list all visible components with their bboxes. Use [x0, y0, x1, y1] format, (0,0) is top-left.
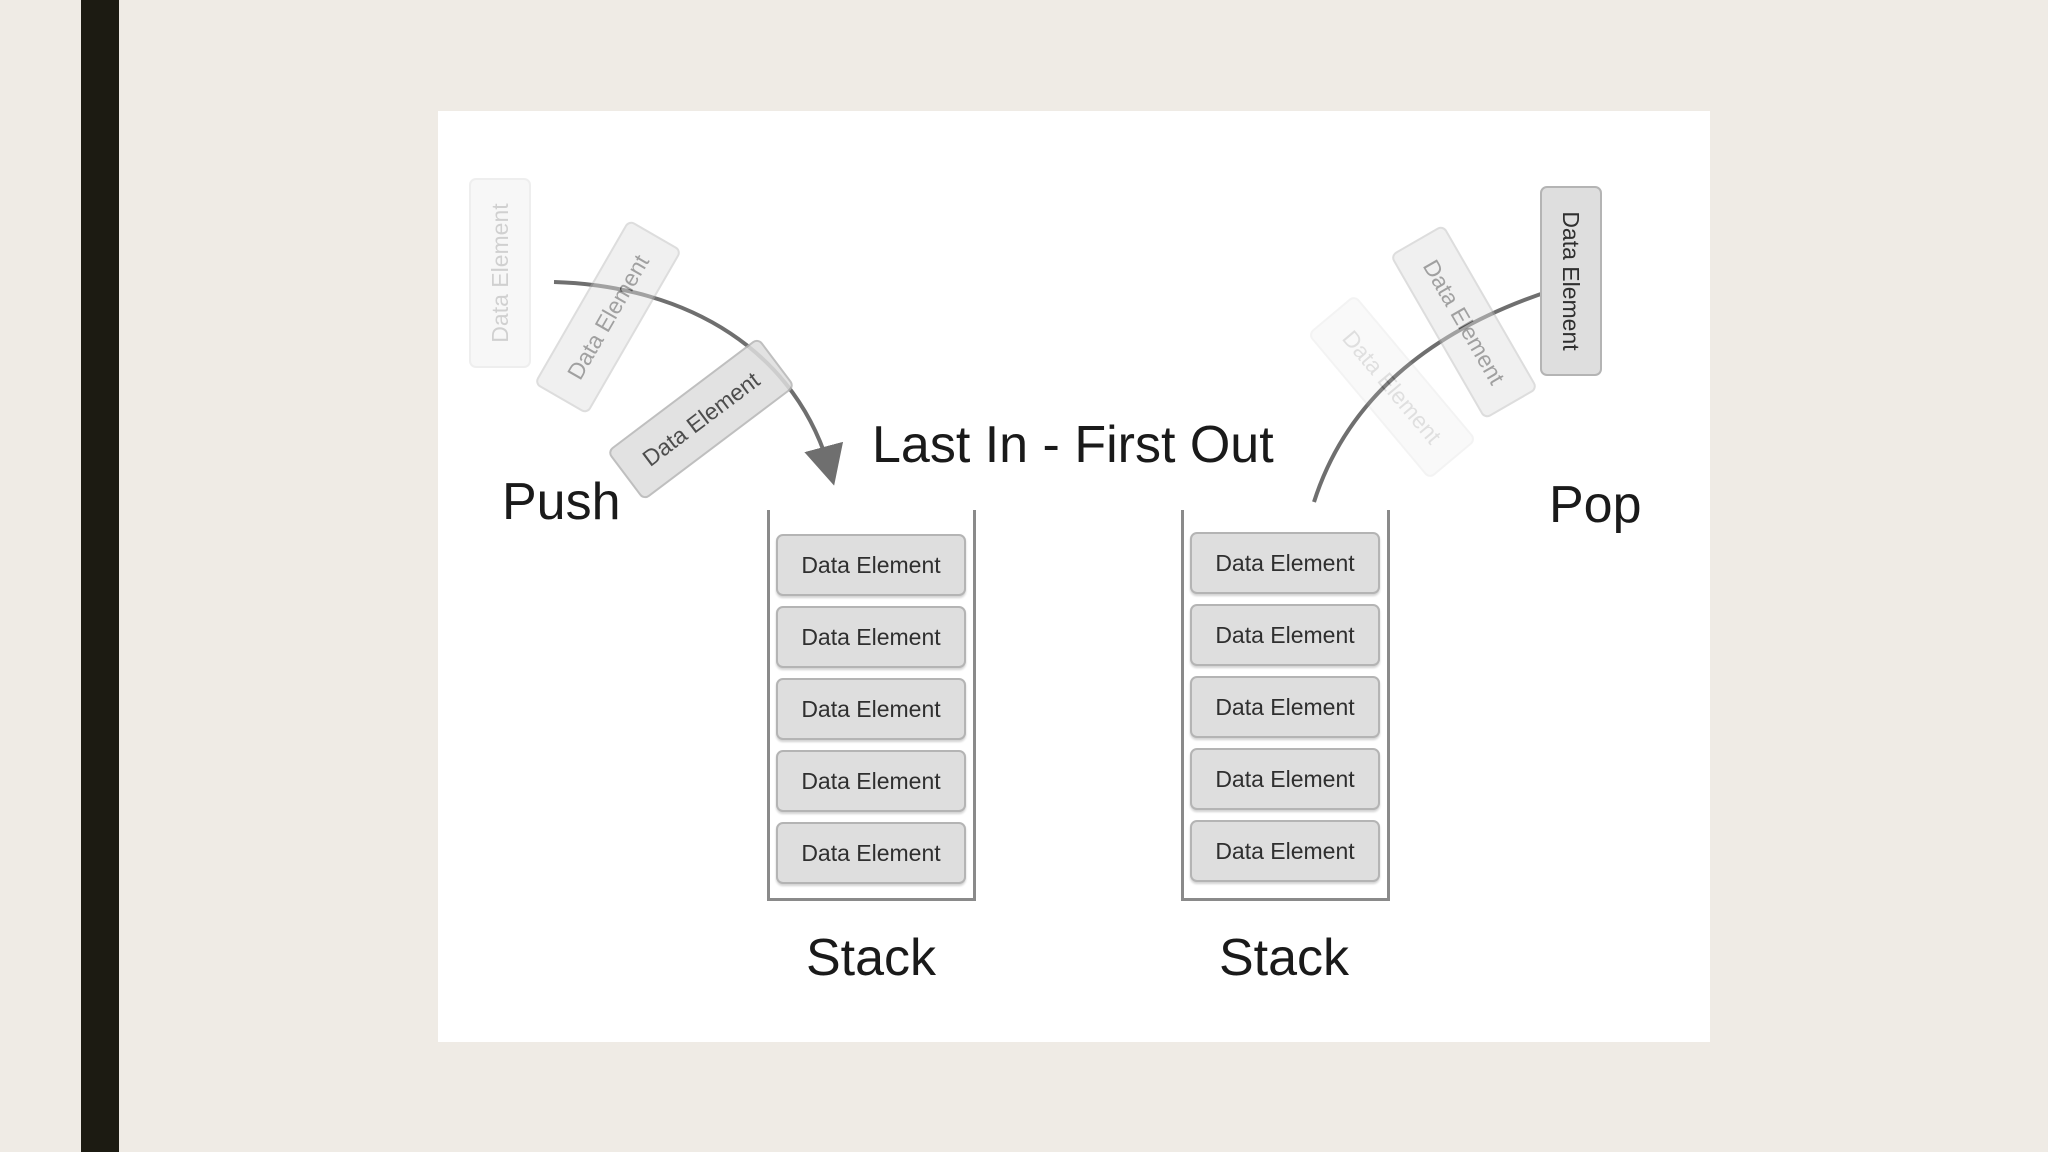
left-stack-element-3: Data Element [776, 678, 966, 740]
push-label: Push [502, 473, 621, 531]
left-stack-element-1: Data Element [776, 534, 966, 596]
left-stack-element-2: Data Element [776, 606, 966, 668]
left-stack: Data Element Data Element Data Element D… [767, 510, 976, 901]
pop-moving-element-3: Data Element [1540, 186, 1602, 376]
diagram-title: Last In - First Out [872, 416, 1274, 474]
pop-label: Pop [1549, 476, 1642, 534]
right-stack-element-1: Data Element [1190, 532, 1380, 594]
right-stack-element-2: Data Element [1190, 604, 1380, 666]
right-stack-element-5: Data Element [1190, 820, 1380, 882]
push-moving-element-3: Data Element [606, 337, 796, 501]
right-stack: Data Element Data Element Data Element D… [1181, 510, 1390, 901]
left-stack-label: Stack [806, 929, 937, 987]
push-moving-element-1: Data Element [469, 178, 531, 368]
right-stack-element-3: Data Element [1190, 676, 1380, 738]
right-stack-element-4: Data Element [1190, 748, 1380, 810]
push-moving-element-2: Data Element [533, 219, 683, 415]
left-stack-element-4: Data Element [776, 750, 966, 812]
right-stack-label: Stack [1219, 929, 1350, 987]
left-stack-element-5: Data Element [776, 822, 966, 884]
slide-side-bar [81, 0, 119, 1152]
stack-diagram: Data Element Data Element Data Element D… [438, 111, 1710, 1042]
